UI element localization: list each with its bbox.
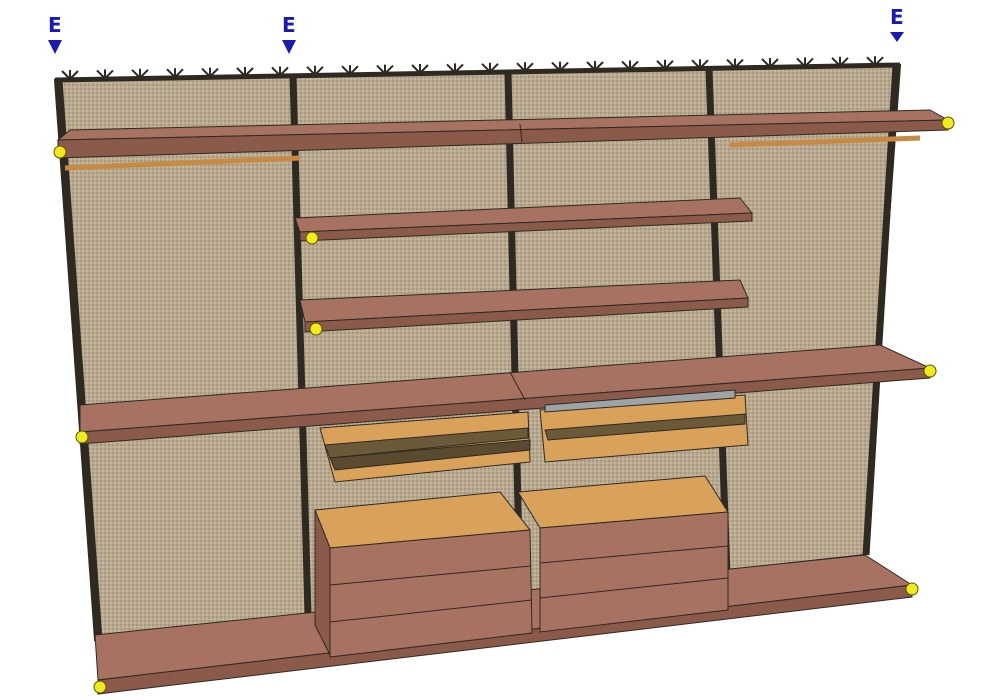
- bracket-prong: [201, 67, 211, 78]
- bracket-prong: [516, 62, 526, 72]
- bracket-prong: [839, 57, 849, 67]
- bracket-prong: [349, 65, 359, 75]
- bracket-prong: [551, 61, 561, 72]
- section-marker[interactable]: E: [48, 13, 62, 54]
- bracket-prong: [209, 67, 219, 78]
- endpoint-dot[interactable]: [905, 582, 919, 596]
- endpoint-dot[interactable]: [75, 430, 89, 444]
- upright: [705, 68, 731, 576]
- bracket-prong: [314, 66, 324, 76]
- marker-label: E: [890, 5, 904, 29]
- endpoint-dot[interactable]: [309, 322, 323, 336]
- bracket-prong: [734, 58, 744, 69]
- bracket-prong: [454, 63, 464, 74]
- bracket-prong: [621, 60, 631, 71]
- drawer-cabinet-left: [314, 491, 533, 658]
- uprights: [54, 62, 901, 641]
- bracket-prong: [376, 64, 386, 75]
- tray-right: [539, 389, 749, 463]
- endpoint-dot[interactable]: [93, 680, 107, 694]
- main-shelf: [79, 344, 932, 445]
- bracket-prong: [831, 57, 841, 67]
- bracket-prong: [874, 56, 884, 66]
- bracket-prong: [796, 57, 806, 68]
- bracket-prong: [236, 67, 246, 77]
- bracket-prong: [691, 59, 701, 69]
- bracket-prong: [866, 56, 876, 66]
- tray-left: [319, 411, 531, 483]
- upright: [862, 64, 900, 556]
- bracket-prong: [769, 58, 779, 68]
- middle-shelf-upper: [294, 197, 754, 242]
- bracket-prong: [761, 58, 771, 68]
- marker-label: E: [282, 13, 296, 37]
- bracket-prong: [411, 64, 421, 74]
- bracket-prong: [804, 57, 814, 68]
- down-arrow-icon: [282, 40, 296, 54]
- bracket-prong: [384, 64, 394, 75]
- bracket-prong: [419, 64, 429, 74]
- bracket-prong: [96, 69, 106, 80]
- bracket-prong: [69, 70, 79, 80]
- bracket-prong: [61, 70, 71, 80]
- upright: [55, 79, 103, 641]
- endpoint-markers: [53, 116, 955, 694]
- bracket-prong: [586, 61, 596, 71]
- upright: [504, 71, 524, 596]
- down-arrow-icon: [890, 32, 904, 42]
- bracket-prong: [489, 63, 499, 73]
- bracket-prong: [244, 67, 254, 77]
- bracket-prong: [629, 60, 639, 71]
- endpoint-dot[interactable]: [305, 231, 319, 245]
- endpoint-dot[interactable]: [53, 145, 67, 159]
- bracket-prong: [726, 58, 736, 69]
- bracket-prong: [271, 66, 281, 77]
- section-marker[interactable]: E: [890, 5, 904, 42]
- bracket-prong: [559, 61, 569, 72]
- middle-shelf-lower: [299, 279, 749, 333]
- bracket-prong: [699, 59, 709, 69]
- bracket-prong: [446, 63, 456, 74]
- section-marker[interactable]: E: [282, 13, 296, 54]
- bracket-prong: [174, 68, 184, 78]
- bracket-prong: [166, 68, 176, 78]
- bracket-prong: [104, 69, 114, 80]
- bracket-prong: [279, 66, 289, 77]
- endpoint-dot[interactable]: [941, 116, 955, 130]
- bracket-prong: [664, 60, 674, 70]
- top-brackets: [61, 56, 884, 80]
- bracket-prong: [524, 62, 534, 72]
- bracket-prong: [656, 60, 666, 70]
- upright: [289, 75, 312, 616]
- down-arrow-icon: [48, 40, 62, 54]
- hanging-rod-right: [729, 135, 921, 148]
- bracket-prong: [131, 69, 141, 79]
- marker-label: E: [48, 13, 62, 37]
- bracket-prong: [481, 63, 491, 73]
- bracket-prong: [341, 65, 351, 75]
- bracket-prong: [594, 61, 604, 71]
- endpoint-dot[interactable]: [923, 364, 937, 378]
- hanging-rod-left: [64, 155, 301, 171]
- bracket-prong: [139, 69, 149, 79]
- bracket-prong: [306, 66, 316, 76]
- drawer-cabinet-right: [517, 475, 729, 633]
- top-rail: [54, 62, 901, 83]
